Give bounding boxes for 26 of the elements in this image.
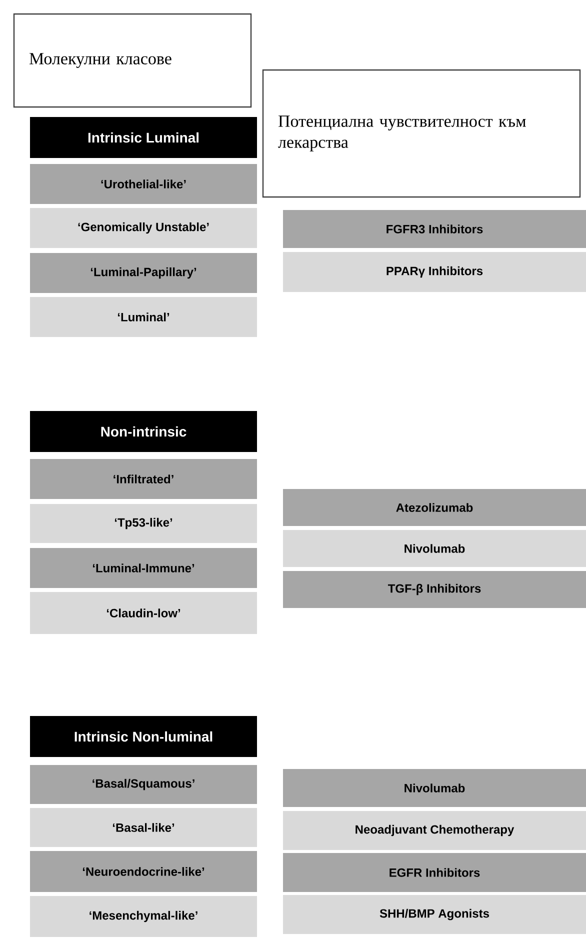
subtype-band: ‘Infiltrated’ bbox=[30, 459, 257, 499]
class-header: Intrinsic Non-luminal bbox=[30, 716, 257, 757]
heading-box: Потенциална чувствителност към лекарства bbox=[262, 69, 581, 198]
subtype-band: ‘Basal/Squamous’ bbox=[30, 765, 257, 804]
drug-band: Atezolizumab bbox=[283, 489, 586, 526]
subtype-band: ‘Tp53-like’ bbox=[30, 504, 257, 543]
class-header: Non-intrinsic bbox=[30, 411, 257, 452]
heading-box: Молекулни класове bbox=[13, 13, 252, 108]
class-header: Intrinsic Luminal bbox=[30, 117, 257, 158]
subtype-band: ‘Claudin-low’ bbox=[30, 592, 257, 634]
subtype-band: ‘Basal-like’ bbox=[30, 808, 257, 847]
subtype-band: ‘Mesenchymal-like’ bbox=[30, 896, 257, 937]
subtype-band: ‘Luminal-Immune’ bbox=[30, 548, 257, 588]
subtype-band: ‘Neuroendocrine-like’ bbox=[30, 851, 257, 892]
drug-band: Neoadjuvant Chemotherapy bbox=[283, 811, 586, 850]
drug-band: FGFR3 Inhibitors bbox=[283, 210, 586, 248]
drug-band: Nivolumab bbox=[283, 769, 586, 807]
subtype-band: ‘Urothelial-like’ bbox=[30, 164, 257, 204]
drug-band: TGF-β Inhibitors bbox=[283, 571, 586, 608]
drug-band: PPARγ Inhibitors bbox=[283, 252, 586, 292]
drug-band: EGFR Inhibitors bbox=[283, 853, 586, 892]
subtype-band: ‘Genomically Unstable’ bbox=[30, 208, 257, 248]
subtype-band: ‘Luminal-Papillary’ bbox=[30, 253, 257, 293]
subtype-band: ‘Luminal’ bbox=[30, 297, 257, 337]
drug-band: SHH/BMP Agonists bbox=[283, 895, 586, 934]
drug-band: Nivolumab bbox=[283, 530, 586, 567]
